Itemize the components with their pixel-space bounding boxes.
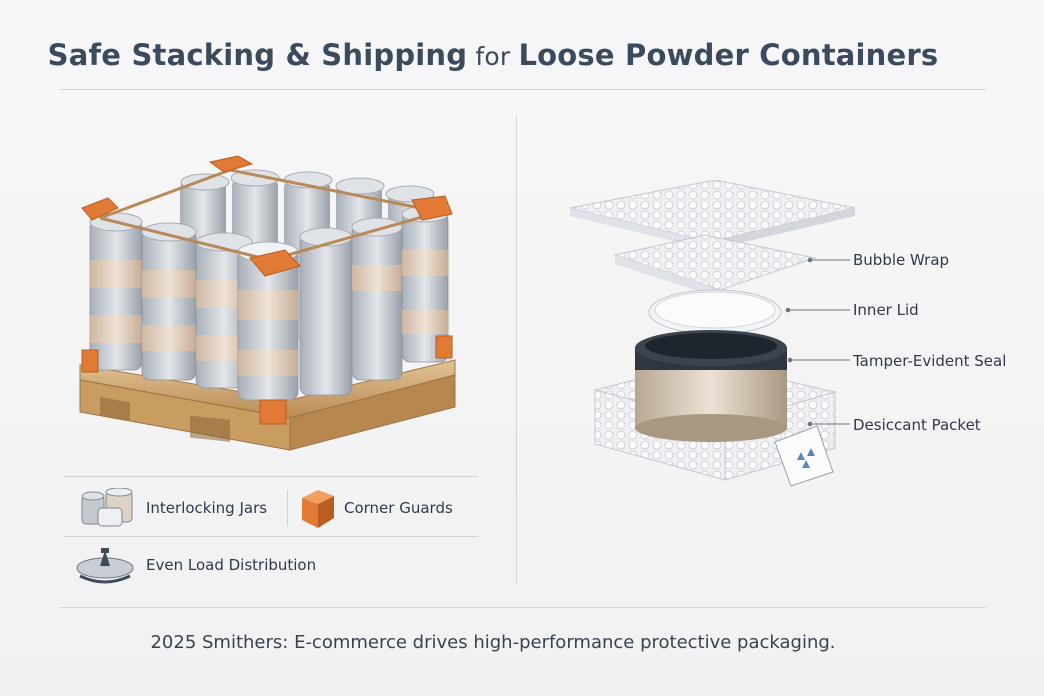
title-part-2: for xyxy=(467,42,519,71)
title-part-3: Loose Powder Containers xyxy=(518,38,939,72)
legend-label-corner-guards: Corner Guards xyxy=(344,499,453,517)
exploded-container-illustration xyxy=(569,180,855,487)
footer-note: 2025 Smithers: E-commerce drives high-pe… xyxy=(150,632,836,653)
footer-divider xyxy=(60,607,986,608)
callout-tamper-evident-seal: Tamper-Evident Seal xyxy=(853,352,1007,370)
desiccant-packet xyxy=(774,425,834,487)
legend-top-line xyxy=(64,476,478,477)
corner-guard-icon xyxy=(302,490,334,528)
title-divider xyxy=(60,89,986,90)
jar-stack-front-left xyxy=(89,219,299,401)
powder-jar xyxy=(635,330,787,442)
jar-stack-front-right xyxy=(299,211,449,396)
legend-label-interlocking-jars: Interlocking Jars xyxy=(146,499,268,517)
callout-lines xyxy=(785,257,850,427)
legend-mid-line xyxy=(64,536,478,537)
inner-lid xyxy=(648,289,782,335)
title-part-1: Safe Stacking & Shipping xyxy=(47,38,468,72)
jars-icon xyxy=(81,488,133,527)
legend-divider xyxy=(287,490,288,526)
balance-icon xyxy=(76,548,134,584)
callout-inner-lid: Inner Lid xyxy=(853,301,919,319)
bubble-wrap-sheet xyxy=(569,180,855,250)
callout-bubble-wrap: Bubble Wrap xyxy=(853,251,950,269)
page-title: Safe Stacking & Shipping for Loose Powde… xyxy=(0,38,986,72)
panel-divider xyxy=(516,115,517,585)
legend-label-even-load: Even Load Distribution xyxy=(146,556,317,574)
pallet-stack-illustration xyxy=(79,155,456,451)
corner-guards xyxy=(81,155,453,425)
callout-desiccant-packet: Desiccant Packet xyxy=(853,416,981,434)
bubble-wrap-inner xyxy=(613,234,817,298)
